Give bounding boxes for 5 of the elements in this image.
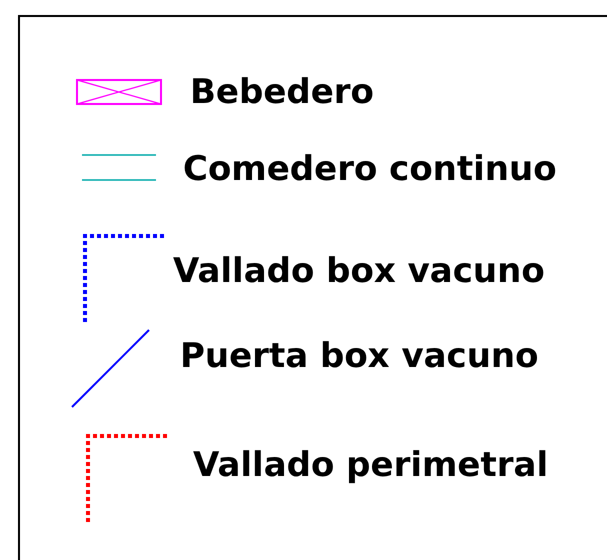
legend-label: Vallado box vacuno	[173, 251, 545, 291]
legend-label: Vallado perimetral	[193, 445, 548, 485]
legend-label: Puerta box vacuno	[180, 336, 538, 376]
legend-label: Bebedero	[190, 72, 374, 112]
legend-label: Comedero continuo	[183, 149, 557, 189]
